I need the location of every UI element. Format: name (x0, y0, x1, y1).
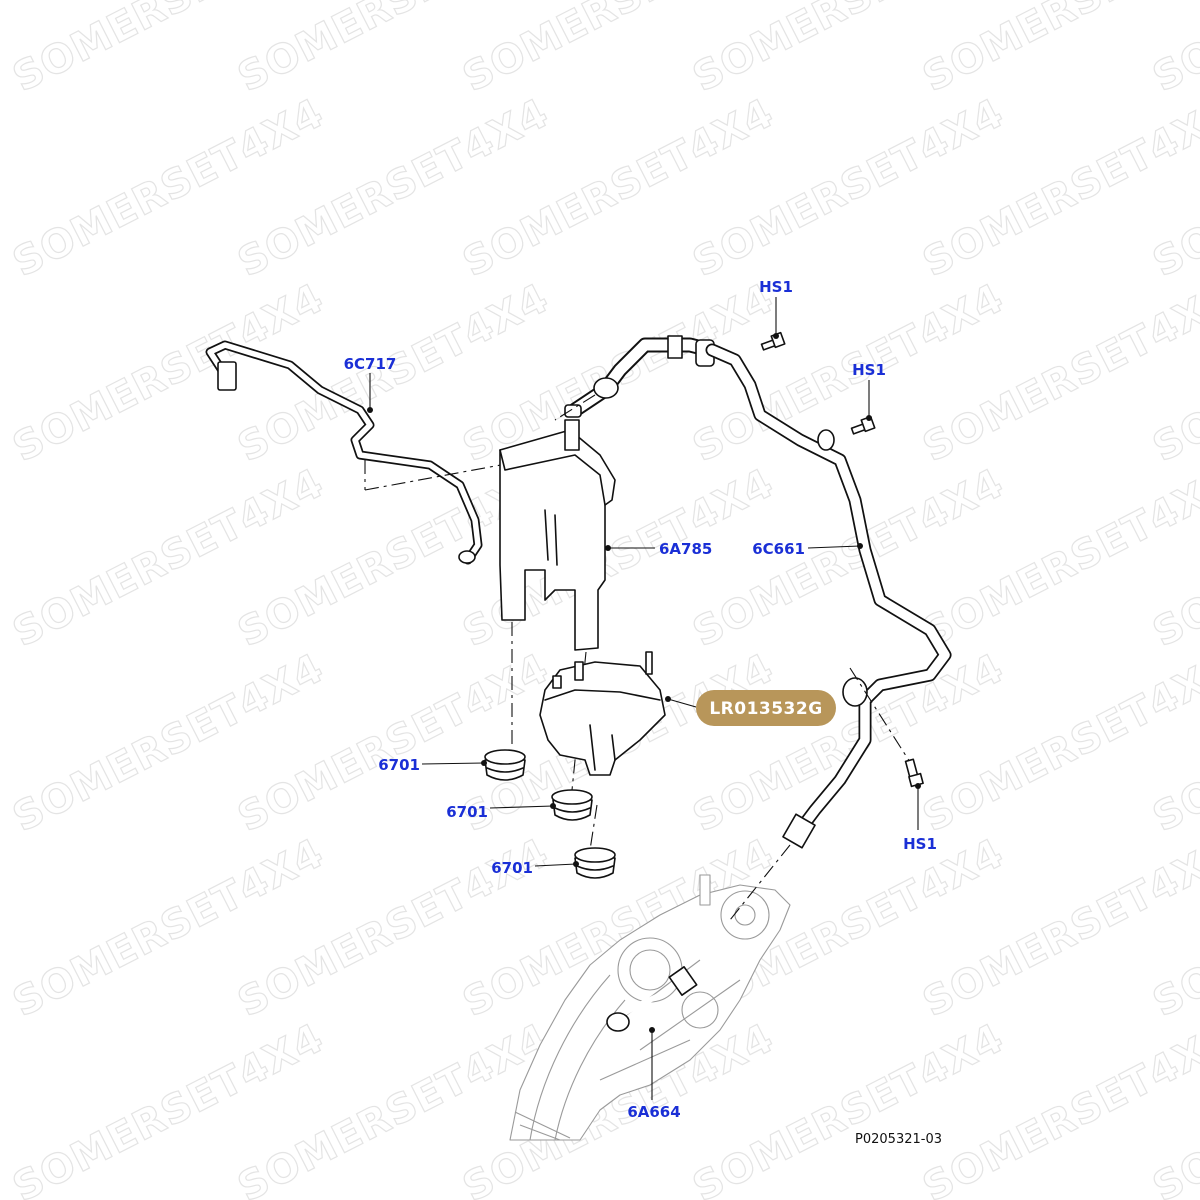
callout-6701-a[interactable]: 6701 (378, 756, 420, 774)
hose-6c717-drawing (205, 340, 556, 565)
bolt-hs1-mid-drawing (850, 415, 876, 435)
plug-6701-c-drawing (574, 847, 616, 879)
callout-6701-b[interactable]: 6701 (446, 803, 488, 821)
part-number-badge[interactable]: LR013532G (696, 690, 836, 726)
part-number-badge-label: LR013532G (709, 699, 822, 719)
callout-hs1-top[interactable]: HS1 (759, 278, 793, 296)
leader-lines (367, 297, 921, 1100)
watermark-text: SOMERSET4X4 (916, 0, 1200, 101)
callout-6a785[interactable]: 6A785 (659, 540, 712, 558)
plug-6701-a-drawing (484, 749, 526, 781)
highlighted-part-drawing (539, 651, 666, 851)
part-number-badge-bg (696, 690, 836, 726)
callout-hs1-bottom[interactable]: HS1 (903, 835, 937, 853)
callout-hs1-mid[interactable]: HS1 (852, 361, 886, 379)
oil-separator-6a785-drawing (499, 419, 616, 791)
bolt-hs1-top-drawing (760, 331, 786, 351)
watermark-text: SOMERSET4X4 (1146, 0, 1200, 101)
callout-6a664[interactable]: 6A664 (627, 1103, 680, 1121)
callout-6c661[interactable]: 6C661 (752, 540, 805, 558)
bolt-hs1-bottom-drawing (904, 758, 924, 788)
pipe-6c661-drawing (705, 343, 952, 921)
callout-6701-c[interactable]: 6701 (491, 859, 533, 877)
callout-6c717[interactable]: 6C717 (344, 355, 397, 373)
hose-6a664-drawing (606, 966, 698, 1032)
turbocharger-drawing (509, 874, 791, 1141)
plug-6701-b-drawing (551, 789, 593, 821)
diagram-reference-code: P0205321-03 (855, 1132, 942, 1147)
